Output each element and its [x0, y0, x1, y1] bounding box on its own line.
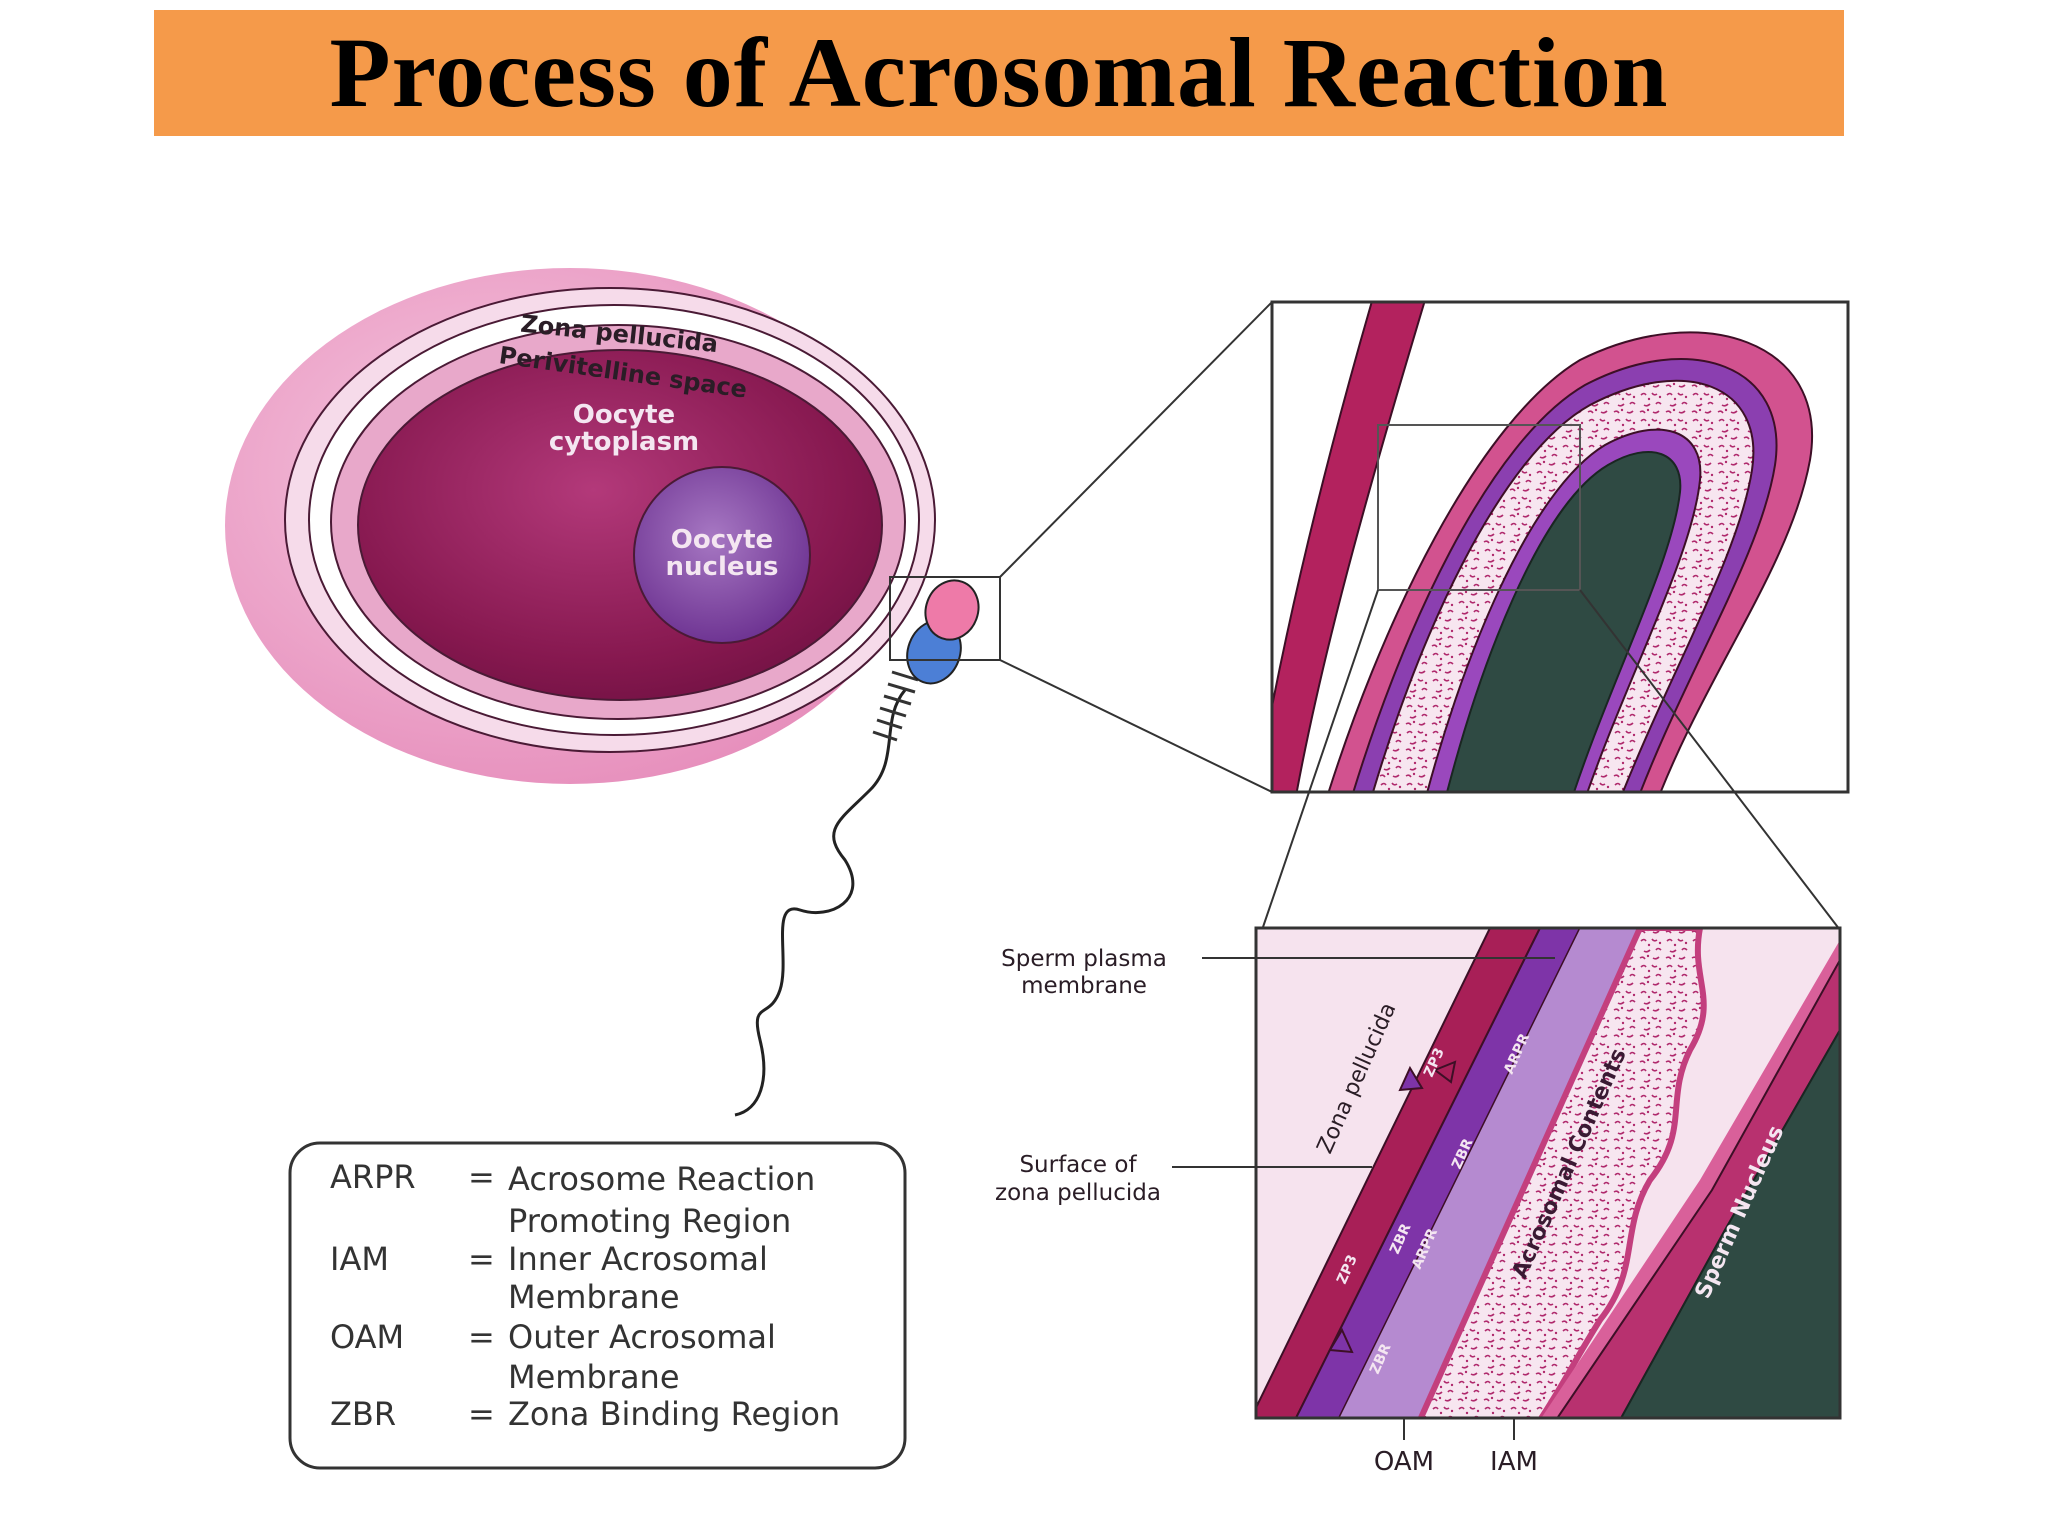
surface-of-zona-label-2: zona pellucida: [995, 1180, 1161, 1206]
sperm-plasma-membrane-label-2: membrane: [1021, 973, 1147, 999]
surface-of-zona-label-1: Surface of: [1019, 1152, 1137, 1178]
oocyte-cytoplasm-label-1: Oocyte: [573, 400, 675, 430]
legend-eq-iam: =: [468, 1240, 495, 1278]
legend-def-arpr-2: Promoting Region: [508, 1202, 791, 1240]
zoom-line-lower-right: [1579, 589, 1841, 931]
legend-abbr-arpr: ARPR: [330, 1158, 416, 1196]
legend-eq-zbr: =: [468, 1395, 495, 1433]
sperm-illustration: [734, 301, 1273, 1117]
legend-def-zbr-1: Zona Binding Region: [508, 1395, 840, 1433]
oocyte-nucleus: [633, 466, 811, 644]
oocyte-illustration: Zona pellucida Perivitelline space Oocyt…: [225, 268, 936, 784]
detail-panel-bottom: Zona pellucida Acrosomal Contents Sperm …: [995, 926, 1842, 1477]
iam-label: IAM: [1490, 1447, 1538, 1477]
legend-box: ARPR = Acrosome Reaction Promoting Regio…: [288, 1141, 907, 1470]
legend-abbr-iam: IAM: [330, 1240, 389, 1278]
zoom-line-lower: [999, 659, 1273, 793]
legend-def-iam-2: Membrane: [508, 1278, 680, 1316]
oocyte-nucleus-label-1: Oocyte: [671, 525, 773, 555]
legend-abbr-zbr: ZBR: [330, 1395, 396, 1433]
legend-eq-arpr: =: [468, 1158, 495, 1196]
sperm-tail: [734, 689, 907, 1117]
legend-eq-oam: =: [468, 1318, 495, 1356]
detail-panel-top: [1261, 300, 1850, 931]
sperm-plasma-membrane-label-1: Sperm plasma: [1001, 946, 1167, 972]
page-title: Process of Acrosomal Reaction: [329, 17, 1669, 128]
title-banner: Process of Acrosomal Reaction: [154, 10, 1844, 136]
legend-abbr-oam: OAM: [330, 1318, 404, 1356]
zoom-box-inner: [1377, 424, 1581, 591]
oocyte-cytoplasm-label-2: cytoplasm: [549, 427, 699, 457]
legend-def-arpr-1: Acrosome Reaction: [508, 1160, 815, 1198]
legend-def-oam-1: Outer Acrosomal: [508, 1318, 776, 1356]
sperm-acrosome-cap: [924, 579, 980, 641]
zoom-line-upper: [999, 301, 1273, 578]
zoom-line-lower-left: [1261, 589, 1379, 931]
legend-def-iam-1: Inner Acrosomal: [508, 1240, 768, 1278]
legend-def-oam-2: Membrane: [508, 1358, 680, 1396]
zoom-box-small: [889, 576, 1001, 661]
oam-label: OAM: [1374, 1447, 1434, 1477]
oocyte-nucleus-label-2: nucleus: [666, 552, 779, 582]
sperm-midpiece: [872, 670, 919, 742]
